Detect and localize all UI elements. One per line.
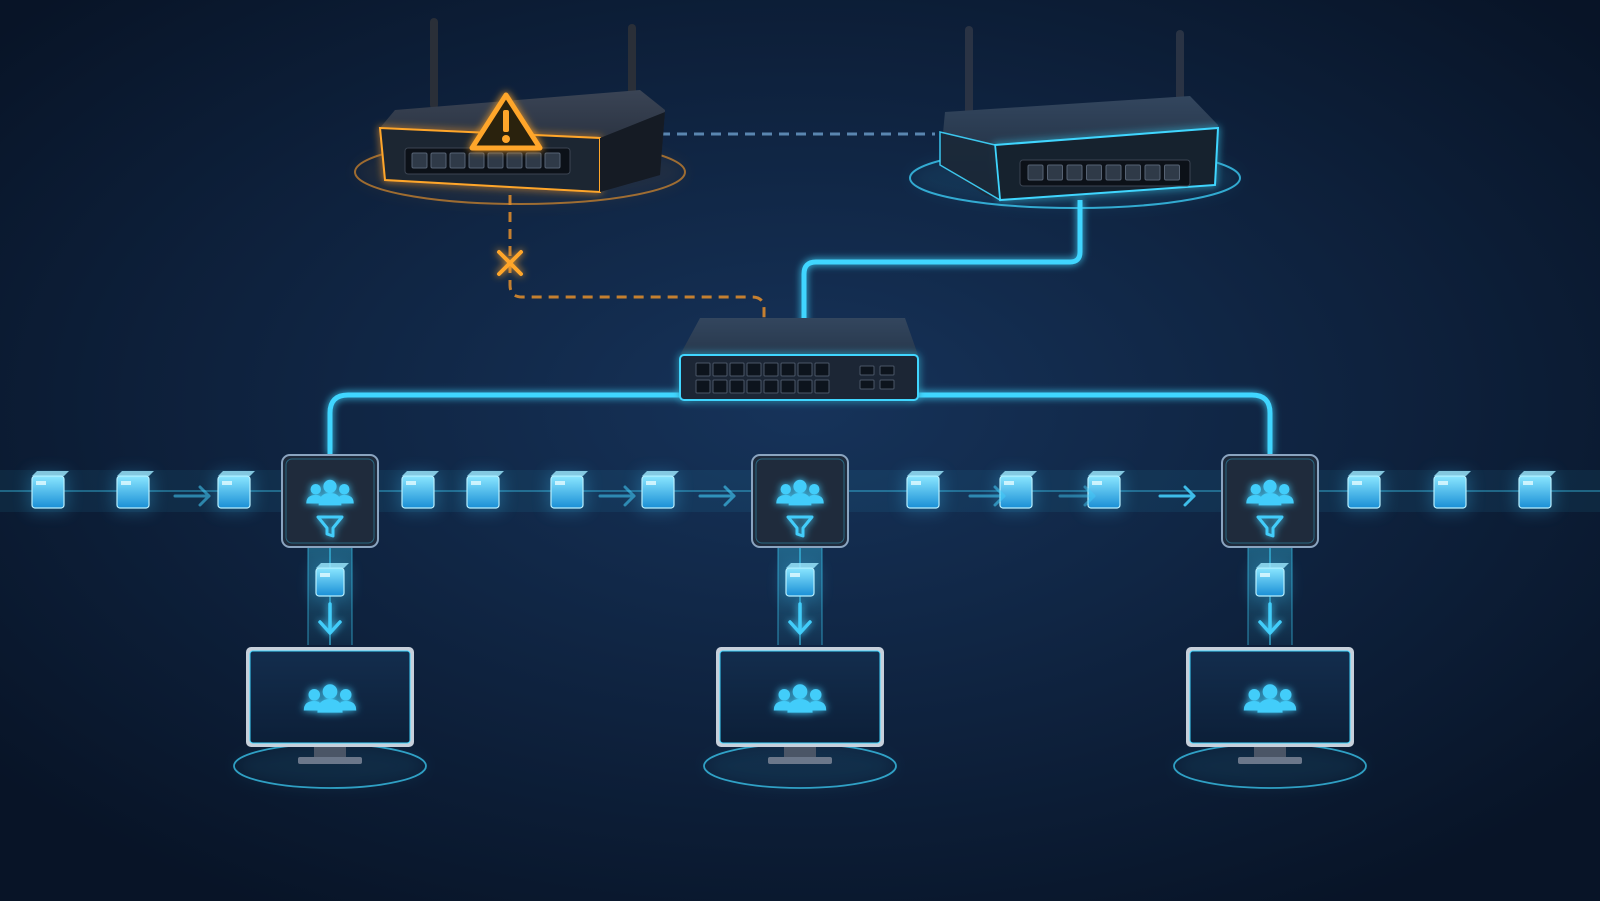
- backup-router[interactable]: [909, 26, 1241, 209]
- uplink-port: [879, 365, 895, 376]
- port: [1144, 164, 1161, 181]
- port: [449, 152, 466, 169]
- endpoint-monitor[interactable]: [1173, 647, 1367, 789]
- port: [797, 362, 813, 377]
- arrow-right-icon: [173, 485, 211, 507]
- uplink-port: [859, 379, 875, 390]
- funnel-filter-icon: [786, 515, 814, 538]
- data-packet: [782, 563, 819, 600]
- endpoint-monitor[interactable]: [703, 647, 897, 789]
- primary-router[interactable]: [354, 18, 686, 205]
- endpoint-monitor[interactable]: [233, 647, 427, 789]
- port: [763, 379, 779, 394]
- arrow-right-icon: [698, 485, 736, 507]
- port: [1086, 164, 1102, 181]
- port: [712, 362, 728, 377]
- data-packet: [547, 471, 588, 512]
- port: [695, 362, 711, 377]
- port: [746, 379, 762, 394]
- stream-arrows: [173, 485, 1196, 507]
- port: [487, 152, 504, 169]
- port: [729, 362, 745, 377]
- port: [1047, 164, 1063, 181]
- switch-ports: [695, 362, 830, 394]
- filter-node[interactable]: [281, 454, 379, 548]
- port: [430, 152, 447, 169]
- branches: [233, 454, 1367, 789]
- warning-triangle-icon: [469, 92, 543, 151]
- arrow-down-icon: [318, 602, 342, 635]
- port: [1164, 164, 1180, 181]
- port: [544, 152, 561, 169]
- arrow-right-icon: [598, 485, 636, 507]
- primary-router-failed-link: [508, 195, 766, 320]
- port: [1125, 164, 1141, 181]
- port: [525, 152, 542, 169]
- data-packet: [398, 471, 439, 512]
- port: [712, 379, 728, 394]
- user-group-icon: [306, 479, 354, 506]
- arrow-right-icon: [968, 485, 1006, 507]
- port: [763, 362, 779, 377]
- data-packet: [312, 563, 349, 600]
- port: [1027, 164, 1044, 181]
- funnel-filter-icon: [1256, 515, 1284, 538]
- data-packet: [214, 471, 255, 512]
- port: [780, 379, 796, 394]
- port-row: [411, 152, 561, 169]
- switch-uplink-ports: [859, 365, 895, 390]
- cross-x-icon: [497, 250, 523, 276]
- port: [1105, 164, 1122, 181]
- user-group-icon: [776, 479, 824, 506]
- switch-to-filter-right-link[interactable]: [910, 392, 1273, 455]
- switch-to-filter-left-link[interactable]: [327, 392, 690, 455]
- data-packet: [903, 471, 944, 512]
- backup-router-active-link[interactable]: [801, 200, 1083, 334]
- data-packet: [638, 471, 679, 512]
- filter-node[interactable]: [751, 454, 849, 548]
- data-packet: [1430, 471, 1471, 512]
- port: [1066, 164, 1083, 181]
- port: [814, 362, 830, 377]
- port-row: [1027, 164, 1180, 181]
- user-group-icon: [1243, 684, 1297, 713]
- uplink-port: [879, 379, 895, 390]
- data-packet: [1252, 563, 1289, 600]
- links: [327, 132, 1273, 455]
- user-group-icon: [1246, 479, 1294, 506]
- funnel-filter-icon: [316, 515, 344, 538]
- data-packet: [1084, 471, 1125, 512]
- port: [506, 152, 523, 169]
- user-group-icon: [303, 684, 357, 713]
- port: [411, 152, 428, 169]
- filter-node[interactable]: [1221, 454, 1319, 548]
- data-packet: [28, 471, 69, 512]
- uplink-port: [859, 365, 875, 376]
- port: [729, 379, 745, 394]
- data-packet: [1515, 471, 1556, 512]
- port: [780, 362, 796, 377]
- arrow-down-icon: [788, 602, 812, 635]
- port: [695, 379, 711, 394]
- user-group-icon: [773, 684, 827, 713]
- data-packet: [113, 471, 154, 512]
- data-packet: [463, 471, 504, 512]
- port: [468, 152, 485, 169]
- data-packet: [996, 471, 1037, 512]
- arrow-right-icon: [1058, 485, 1096, 507]
- port: [797, 379, 813, 394]
- arrow-right-icon: [1158, 485, 1196, 507]
- port: [746, 362, 762, 377]
- arrow-down-icon: [1258, 602, 1282, 635]
- data-packet: [1344, 471, 1385, 512]
- port: [814, 379, 830, 394]
- packet-stream: [28, 471, 1556, 512]
- core-switch[interactable]: [679, 318, 919, 401]
